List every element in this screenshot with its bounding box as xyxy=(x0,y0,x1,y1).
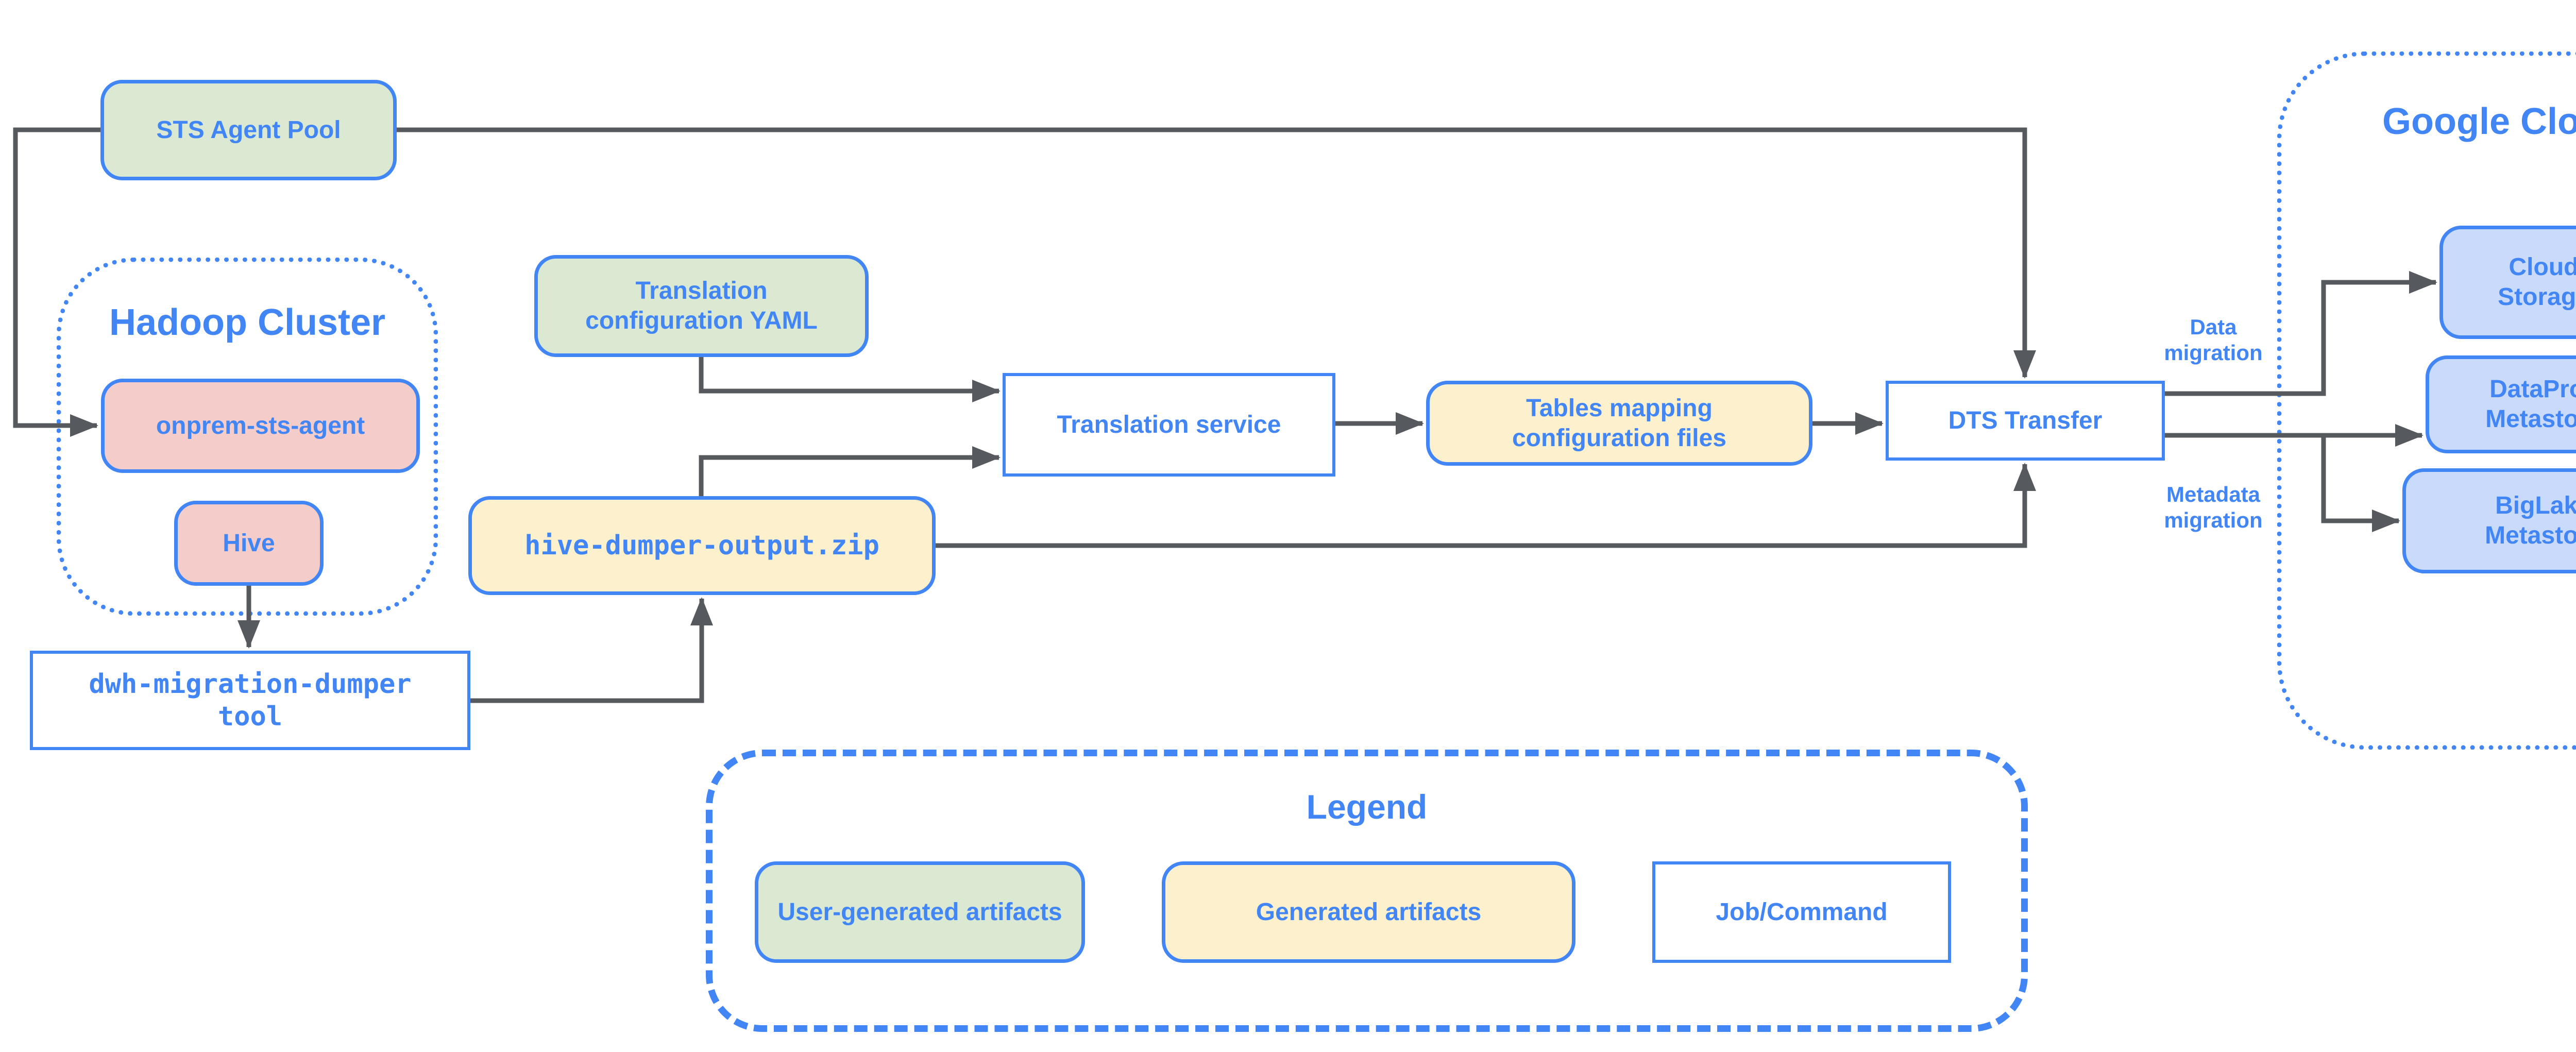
edge-dts-transfer-to-cloud-storage xyxy=(2165,271,2437,396)
node-label: Cloud Storage xyxy=(2498,253,2576,311)
edge-sts-agent-pool-to-onprem-sts-agent xyxy=(13,127,100,437)
legend-item-job-command: Job/Command xyxy=(1652,861,1951,963)
edge-dwh-migration-dumper-to-hive-dumper-output xyxy=(470,597,713,703)
edge-label-metadata-migration: Metadata migration xyxy=(2164,482,2263,532)
legend-container xyxy=(706,750,2028,1032)
edge-label-data-migration: Data migration xyxy=(2164,315,2263,365)
hadoop-cluster-title: Hadoop Cluster xyxy=(109,302,386,343)
node-biglake-metastore: BigLake Metastore xyxy=(2402,468,2576,573)
legend-item-label: Job/Command xyxy=(1716,898,1888,926)
node-cloud-storage: Cloud Storage xyxy=(2439,226,2576,339)
node-label: Tables mapping configuration files xyxy=(1512,394,1726,452)
node-translation-configuration-yaml: Translation configuration YAML xyxy=(534,255,869,357)
node-tables-mapping-configuration-files: Tables mapping configuration files xyxy=(1426,381,1812,466)
node-hive-dumper-output-zip: hive-dumper-output.zip xyxy=(468,496,936,595)
node-label: hive-dumper-output.zip xyxy=(524,530,879,561)
node-label: BigLake Metastore xyxy=(2485,492,2576,549)
node-dataproc-metastore: DataProc Metastore xyxy=(2426,355,2576,453)
node-onprem-sts-agent: onprem-sts-agent xyxy=(101,379,420,473)
node-label: Hive xyxy=(223,529,275,557)
node-sts-agent-pool: STS Agent Pool xyxy=(100,80,397,180)
legend-item-user-generated-artifacts: User-generated artifacts xyxy=(755,861,1085,963)
node-label: Translation service xyxy=(1057,411,1281,438)
edge-hive-dumper-output-to-dts-transfer xyxy=(936,463,2036,548)
edge-dts-transfer-to-biglake-metastore xyxy=(2321,435,2400,532)
google-cloud-container xyxy=(2277,52,2576,750)
legend-item-label: Generated artifacts xyxy=(1256,898,1482,926)
google-cloud-title: Google Cloud xyxy=(2382,101,2576,142)
node-label: STS Agent Pool xyxy=(156,116,341,144)
node-label: DTS Transfer xyxy=(1948,406,2103,434)
edge-sts-agent-pool-to-dts-transfer xyxy=(397,127,2036,379)
legend-title: Legend xyxy=(1306,788,1428,826)
node-label: onprem-sts-agent xyxy=(156,412,365,439)
edge-translation-yaml-to-translation-service xyxy=(699,357,1001,402)
node-dts-transfer: DTS Transfer xyxy=(1886,381,2165,461)
legend-item-generated-artifacts: Generated artifacts xyxy=(1162,861,1575,963)
edge-hive-dumper-output-to-translation-service xyxy=(699,446,1001,496)
node-dwh-migration-dumper-tool: dwh-migration-dumper tool xyxy=(30,651,470,750)
node-hive: Hive xyxy=(174,501,324,586)
node-translation-service: Translation service xyxy=(1003,373,1335,477)
legend-item-label: User-generated artifacts xyxy=(777,898,1062,926)
node-label: DataProc Metastore xyxy=(2485,376,2576,433)
node-label: Translation configuration YAML xyxy=(585,277,818,334)
node-label: dwh-migration-dumper tool xyxy=(89,669,412,732)
